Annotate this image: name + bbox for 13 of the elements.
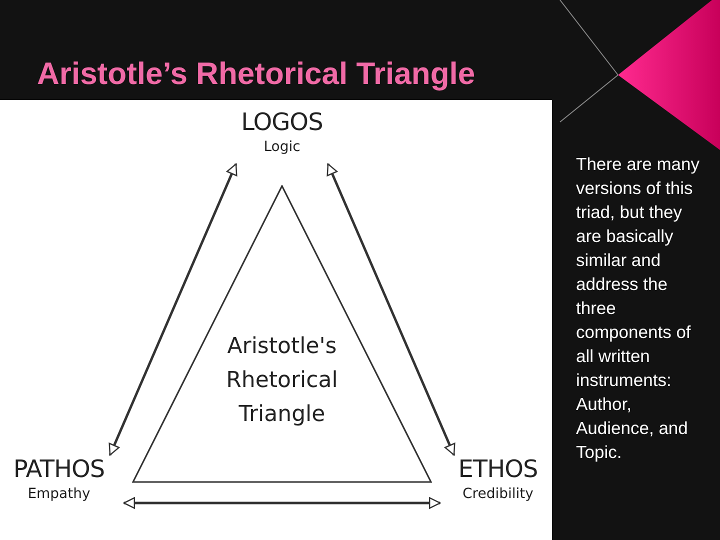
appeal-name: ETHOS bbox=[458, 455, 538, 483]
appeal-name: PATHOS bbox=[13, 455, 105, 483]
double-arrow bbox=[326, 163, 456, 456]
triangle-shape bbox=[132, 185, 432, 483]
slide-title: Aristotle’s Rhetorical Triangle bbox=[37, 56, 476, 92]
appeal-meaning: Empathy bbox=[28, 486, 90, 502]
center-title: Aristotle's Rhetorical Triangle bbox=[225, 333, 339, 429]
double-arrow bbox=[108, 163, 238, 456]
appeal-meaning: Credibility bbox=[462, 486, 534, 502]
body-text: There are many versions of this triad, but they are basically similar and address the three components of all written instruments: Author, Audience, and Topic. bbox=[576, 153, 701, 464]
appeal-meaning: Logic bbox=[264, 139, 300, 155]
double-arrow bbox=[123, 497, 441, 509]
appeal-name: LOGOS bbox=[241, 108, 323, 136]
